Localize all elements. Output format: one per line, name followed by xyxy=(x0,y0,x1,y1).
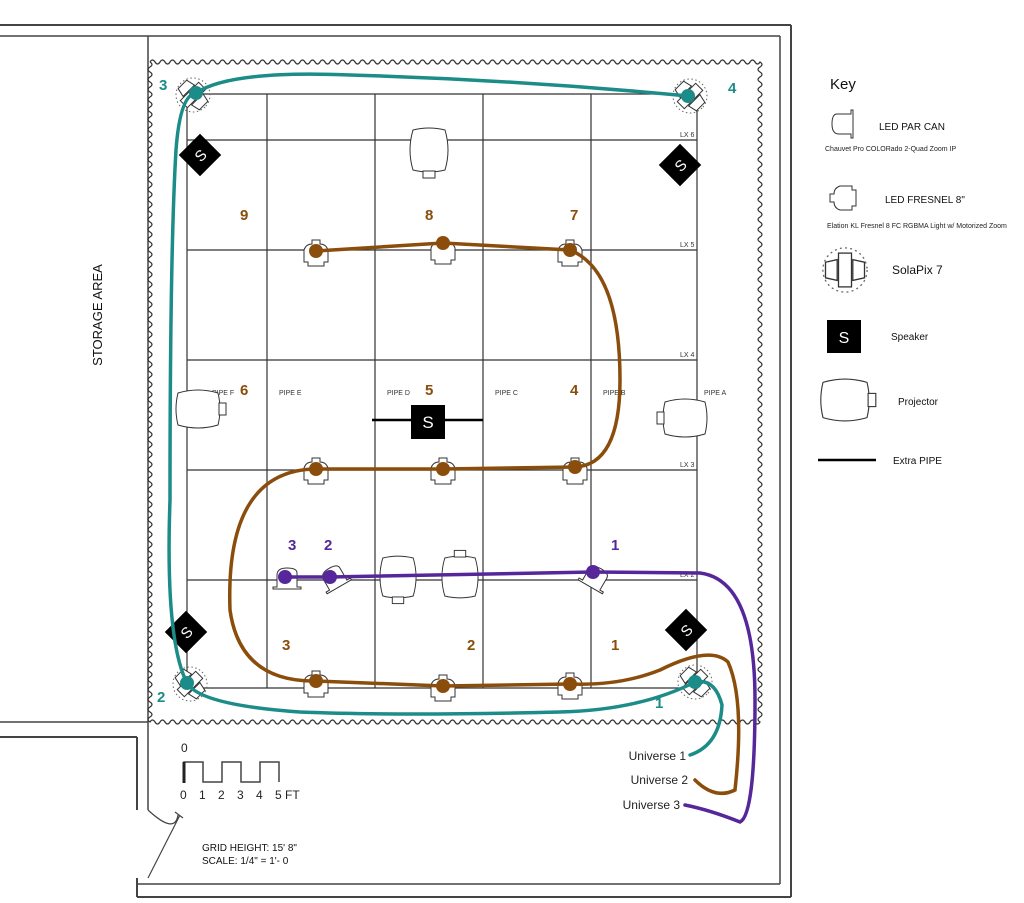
scale-tick: 1 xyxy=(199,788,206,802)
scale-tick: 0 xyxy=(180,788,187,802)
pipe-label: PIPE D xyxy=(387,390,410,397)
fixture-number: 7 xyxy=(570,207,578,224)
universe-3-cable xyxy=(283,570,757,824)
scale-tick: 2 xyxy=(218,788,225,802)
fixture-number: 1 xyxy=(655,695,663,712)
fixture-number: 2 xyxy=(467,637,475,654)
cable-node xyxy=(568,460,582,474)
scale-bar: 0 0 1 2 3 4 5 FT xyxy=(180,741,300,802)
key-label: SolaPix 7 xyxy=(892,263,943,277)
projector-icon xyxy=(656,398,708,438)
cable-node xyxy=(681,89,695,103)
pipe-label: PIPE E xyxy=(279,390,302,397)
scale-tick: 4 xyxy=(256,788,263,802)
fixture-number: 4 xyxy=(570,382,579,399)
speaker-letter: S xyxy=(839,330,850,347)
scale-top-label: 0 xyxy=(181,741,188,755)
cable-node xyxy=(189,86,203,100)
universe-1-cable xyxy=(167,72,724,757)
cable-node xyxy=(563,243,577,257)
speaker-icon xyxy=(411,405,445,439)
lx-label: LX 3 xyxy=(680,462,695,469)
speaker-letter: S xyxy=(422,413,433,432)
cable-node xyxy=(436,679,450,693)
cable-node xyxy=(563,677,577,691)
fixture-number: 3 xyxy=(282,637,290,654)
cable-nodes xyxy=(180,86,702,693)
cable-node xyxy=(688,675,702,689)
fixture-number: 3 xyxy=(159,77,167,94)
fixture-number: 1 xyxy=(611,537,619,554)
lx-label: LX 4 xyxy=(680,352,695,359)
fixture-number: 4 xyxy=(728,80,737,97)
scale-tick: 3 xyxy=(237,788,244,802)
fixture-number: 3 xyxy=(288,537,296,554)
scale-tick: 5 FT xyxy=(275,788,300,802)
projector-icon xyxy=(379,555,417,605)
pipe-label: PIPE B xyxy=(603,390,626,397)
pipe-label: PIPE A xyxy=(704,390,727,397)
storage-area-label: STORAGE AREA xyxy=(90,264,105,366)
pipe-label: PIPE F xyxy=(212,390,234,397)
cable-node xyxy=(436,462,450,476)
scale-note: SCALE: 1/4" = 1'- 0 xyxy=(202,856,289,867)
cable-node xyxy=(309,462,323,476)
universe-3-label: Universe 3 xyxy=(623,798,681,812)
curtain-border xyxy=(147,59,763,725)
universe-2-label: Universe 2 xyxy=(631,773,689,787)
cable-node xyxy=(278,570,292,584)
projector-icon xyxy=(175,389,227,429)
fixture-number: 1 xyxy=(611,637,619,654)
lx-label: LX 2 xyxy=(680,572,695,579)
fixture-number: 5 xyxy=(425,382,433,399)
cable-node xyxy=(436,236,450,250)
cable-node xyxy=(309,674,323,688)
key-label: Extra PIPE xyxy=(893,456,942,467)
cable-node xyxy=(586,565,600,579)
key-sub: Elation KL Fresnel 8 FC RGBMA Light w/ M… xyxy=(827,223,1007,230)
fixture-number: 8 xyxy=(425,207,433,224)
universe-2-cable xyxy=(228,241,741,796)
lx-label: LX 5 xyxy=(680,242,695,249)
grid-height: GRID HEIGHT: 15' 8" xyxy=(202,843,297,854)
lx-label: LX 6 xyxy=(680,132,695,139)
key-label: Projector xyxy=(898,397,939,408)
cable-node xyxy=(180,676,194,690)
key-legend: Key LED PAR CAN Chauvet Pro COLORado 2-Q… xyxy=(818,76,1007,467)
universe-1-label: Universe 1 xyxy=(629,749,687,763)
key-label: LED PAR CAN xyxy=(879,122,945,133)
key-label: LED FRESNEL 8" xyxy=(885,195,965,206)
cable-node xyxy=(309,244,323,258)
projector-icon xyxy=(409,127,449,179)
fixture-number: 2 xyxy=(157,689,165,706)
fixture-number: 9 xyxy=(240,207,248,224)
key-sub: Chauvet Pro COLORado 2-Quad Zoom IP xyxy=(825,146,956,153)
key-title: Key xyxy=(830,76,856,93)
key-label: Speaker xyxy=(891,332,929,343)
pipe-label: PIPE C xyxy=(495,390,518,397)
fixture-number: 6 xyxy=(240,382,248,399)
fixture-number: 2 xyxy=(324,537,332,554)
cable-node xyxy=(323,570,337,584)
